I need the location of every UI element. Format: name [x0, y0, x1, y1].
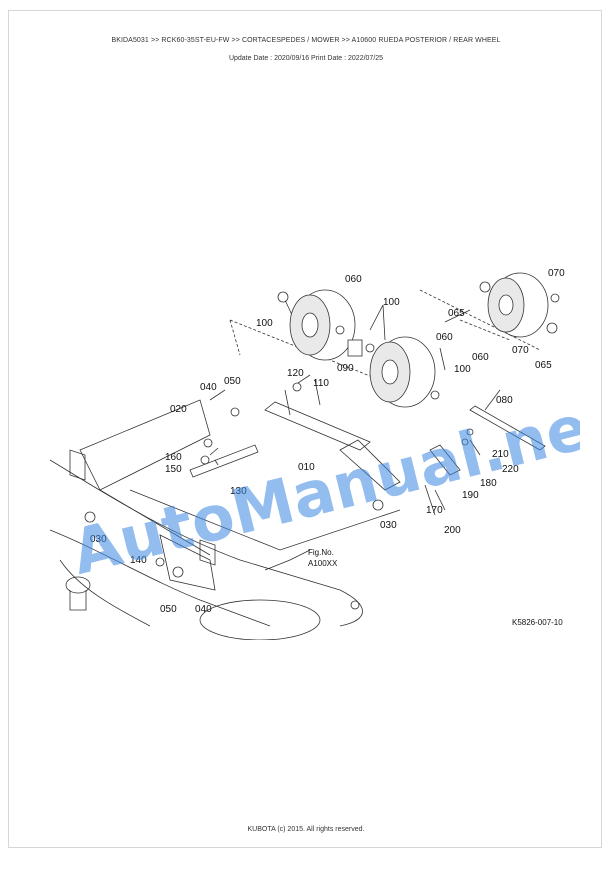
- callout-110: 110: [313, 378, 329, 389]
- callout-100: 100: [256, 318, 273, 329]
- callout-200: 200: [444, 525, 461, 536]
- callout-150: 150: [165, 464, 182, 475]
- callout-140: 140: [130, 555, 147, 566]
- fig-ref-label: Fig.No.: [308, 548, 334, 557]
- watermark: AutoManual.net: [65, 383, 580, 589]
- callout-080: 080: [496, 395, 513, 406]
- wheel-060-left: [289, 289, 356, 361]
- copyright-footer: KUBOTA (c) 2015. All rights reserved.: [247, 826, 365, 833]
- callout-220: 220: [502, 464, 519, 475]
- parts-diagram: 060 070 100 100 065 060 090 060 070 100 …: [40, 260, 580, 640]
- callout-065: 065: [535, 360, 552, 371]
- small-parts: [84, 281, 560, 610]
- callout-100: 100: [454, 364, 471, 375]
- callout-060: 060: [472, 352, 489, 363]
- callout-090: 090: [337, 363, 354, 374]
- callout-010: 010: [298, 462, 315, 473]
- callout-180: 180: [480, 478, 497, 489]
- callout-030: 030: [90, 534, 107, 545]
- rear-wheel-exploded-view: 060 070 100 100 065 060 090 060 070 100 …: [49, 268, 580, 640]
- breadcrumb: BKIDA5031 >> RCK60-35ST-EU-FW >> CORTACE…: [111, 37, 501, 44]
- callout-020: 020: [170, 404, 187, 415]
- update-print-dates: Update Date : 2020/09/16 Print Date : 20…: [228, 55, 384, 62]
- callout-040: 040: [195, 604, 212, 615]
- callout-120: 120: [287, 368, 304, 379]
- callout-070: 070: [512, 345, 529, 356]
- page-frame: [8, 10, 602, 848]
- callout-210: 210: [492, 449, 509, 460]
- wheel-060-right: [487, 272, 549, 338]
- callout-050: 050: [224, 376, 241, 387]
- callout-060: 060: [436, 332, 453, 343]
- callout-070: 070: [548, 268, 565, 279]
- fig-ref-number: A100XX: [308, 559, 338, 568]
- wheel-060-center: [369, 336, 436, 408]
- callout-050: 050: [160, 604, 177, 615]
- callout-030: 030: [380, 520, 397, 531]
- callout-190: 190: [462, 490, 479, 501]
- drawing-id: K5826-007-10: [512, 618, 563, 627]
- callout-130: 130: [230, 486, 247, 497]
- callout-060: 060: [345, 274, 362, 285]
- callout-100: 100: [383, 297, 400, 308]
- callout-065: 065: [448, 308, 465, 319]
- callout-160: 160: [165, 452, 182, 463]
- diagram-linework: [49, 289, 546, 640]
- callout-170: 170: [426, 505, 443, 516]
- callout-040: 040: [200, 382, 217, 393]
